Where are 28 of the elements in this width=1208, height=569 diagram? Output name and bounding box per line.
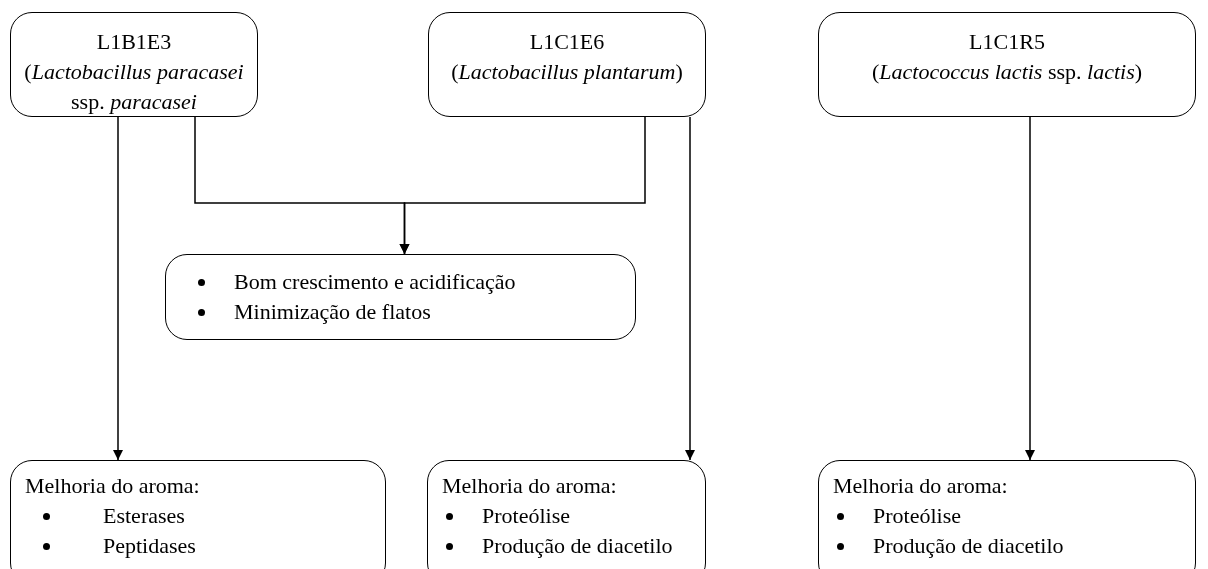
bullet-list-box (165, 254, 636, 340)
bullet-item: Proteólise (873, 502, 961, 530)
arrow (112, 116, 124, 461)
heading-text: Melhoria do aroma: (442, 472, 617, 500)
bullet-item: Proteólise (482, 502, 570, 530)
species-name: (Lactobacillus paracasei ssp. paracasei (23, 58, 245, 116)
strain-code: L1C1R5 (969, 28, 1045, 56)
rounded-box (818, 12, 1196, 117)
rounded-box (427, 460, 706, 569)
rounded-box (428, 12, 706, 117)
strain-code: L1B1E3 (96, 28, 172, 56)
arrow (684, 116, 696, 461)
rounded-box (10, 460, 386, 569)
bullet-item: Bom crescimento e acidificação (234, 268, 516, 296)
rounded-box (818, 460, 1196, 569)
bullet-item: Produção de diacetilo (873, 532, 1064, 560)
heading-text: Melhoria do aroma: (25, 472, 200, 500)
bullet-item: Esterases (103, 502, 185, 530)
species-name: (Lactococcus lactis ssp. lactis) (871, 58, 1143, 86)
bullet-item: Produção de diacetilo (482, 532, 673, 560)
bullet-item: Peptidases (103, 532, 196, 560)
strain-code: L1C1E6 (529, 28, 605, 56)
species-name: (Lactobacillus plantarum) (451, 58, 683, 86)
arrow (399, 116, 646, 255)
arrow (1024, 116, 1036, 461)
heading-text: Melhoria do aroma: (833, 472, 1008, 500)
rounded-box (10, 12, 258, 117)
bullet-item: Minimização de flatos (234, 298, 431, 326)
